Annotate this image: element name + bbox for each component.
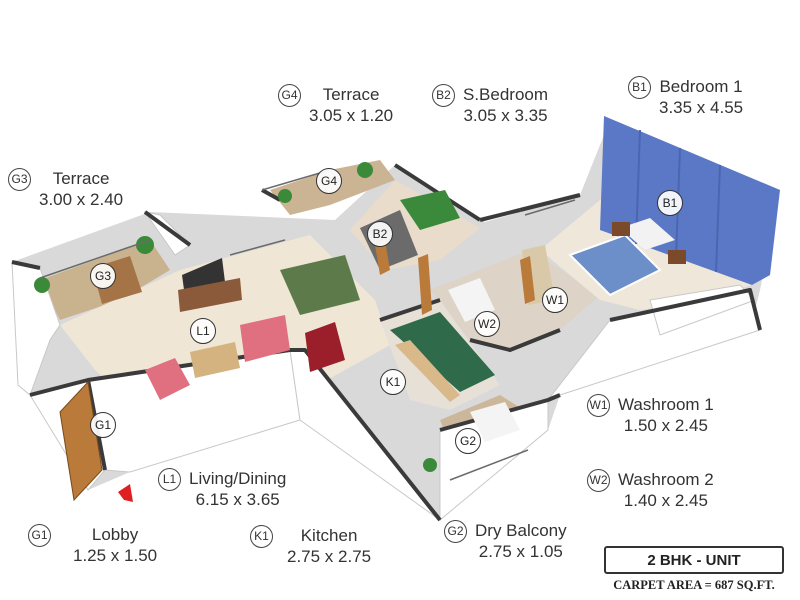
room-code-badge: G3	[8, 167, 31, 191]
room-size: 3.35 x 4.55	[659, 98, 744, 117]
pin-g2: G2	[455, 428, 481, 454]
room-name: Washroom 1	[618, 395, 714, 414]
label-terrace-g4: G4 Terrace 3.05 x 1.20	[278, 83, 394, 126]
pin-b1: B1	[657, 190, 683, 216]
pin-g4: G4	[316, 168, 342, 194]
unit-type-box: 2 BHK - UNIT	[604, 546, 784, 574]
doors	[59, 240, 535, 502]
room-size: 6.15 x 3.65	[195, 490, 280, 509]
label-lobby-g1: G1 Lobby 1.25 x 1.50	[28, 523, 158, 566]
wall-tops	[11, 163, 762, 522]
label-drybalcony-g2: G2 Dry Balcony 2.75 x 1.05	[444, 519, 567, 562]
pin-g3: G3	[90, 263, 116, 289]
pin-k1: K1	[380, 369, 406, 395]
room-name: Dry Balcony	[475, 521, 567, 540]
room-size: 1.40 x 2.45	[623, 491, 708, 510]
pin-w2: W2	[474, 311, 500, 337]
railings	[39, 169, 576, 481]
pin-g1: G1	[90, 412, 116, 438]
room-name: Lobby	[91, 525, 139, 544]
label-sbedroom-b2: B2 S.Bedroom 3.05 x 3.35	[432, 83, 549, 126]
carpet-area: CARPET AREA = 687 SQ.FT.	[613, 578, 775, 592]
room-size: 3.00 x 2.40	[39, 190, 124, 209]
label-bedroom-b1: B1 Bedroom 1 3.35 x 4.55	[628, 75, 744, 118]
room-name: S.Bedroom	[463, 85, 549, 104]
room-name: Bedroom 1	[659, 77, 743, 96]
room-size: 2.75 x 2.75	[287, 547, 372, 566]
label-washroom-w2: W2 Washroom 2 1.40 x 2.45	[587, 468, 714, 511]
room-code-badge: W2	[587, 468, 610, 492]
pin-b2: B2	[367, 221, 393, 247]
room-code-badge: G4	[278, 83, 301, 107]
room-code-badge: W1	[587, 393, 610, 417]
room-name: Terrace	[322, 85, 380, 104]
room-code-badge: B1	[628, 75, 651, 99]
room-size: 2.75 x 1.05	[478, 542, 563, 561]
room-name: Kitchen	[300, 526, 358, 545]
room-code-badge: L1	[158, 467, 181, 491]
furniture	[34, 162, 686, 472]
pin-l1: L1	[190, 318, 216, 344]
room-code-badge: B2	[432, 83, 455, 107]
label-kitchen-k1: K1 Kitchen 2.75 x 2.75	[250, 524, 372, 567]
label-terrace-g3: G3 Terrace 3.00 x 2.40	[8, 167, 124, 210]
room-code-badge: G2	[444, 519, 467, 543]
room-name: Terrace	[52, 169, 110, 188]
room-code-badge: K1	[250, 524, 273, 548]
room-size: 1.25 x 1.50	[73, 546, 158, 565]
room-name: Washroom 2	[618, 470, 714, 489]
room-size: 3.05 x 1.20	[309, 106, 394, 125]
room-name: Living/Dining	[189, 469, 287, 488]
room-size: 1.50 x 2.45	[623, 416, 708, 435]
entry-arrow-icon	[118, 484, 133, 502]
label-living-l1: L1 Living/Dining 6.15 x 3.65	[158, 467, 287, 510]
room-code-badge: G1	[28, 523, 51, 547]
room-size: 3.05 x 3.35	[463, 106, 548, 125]
pin-w1: W1	[542, 287, 568, 313]
label-washroom-w1: W1 Washroom 1 1.50 x 2.45	[587, 393, 714, 436]
